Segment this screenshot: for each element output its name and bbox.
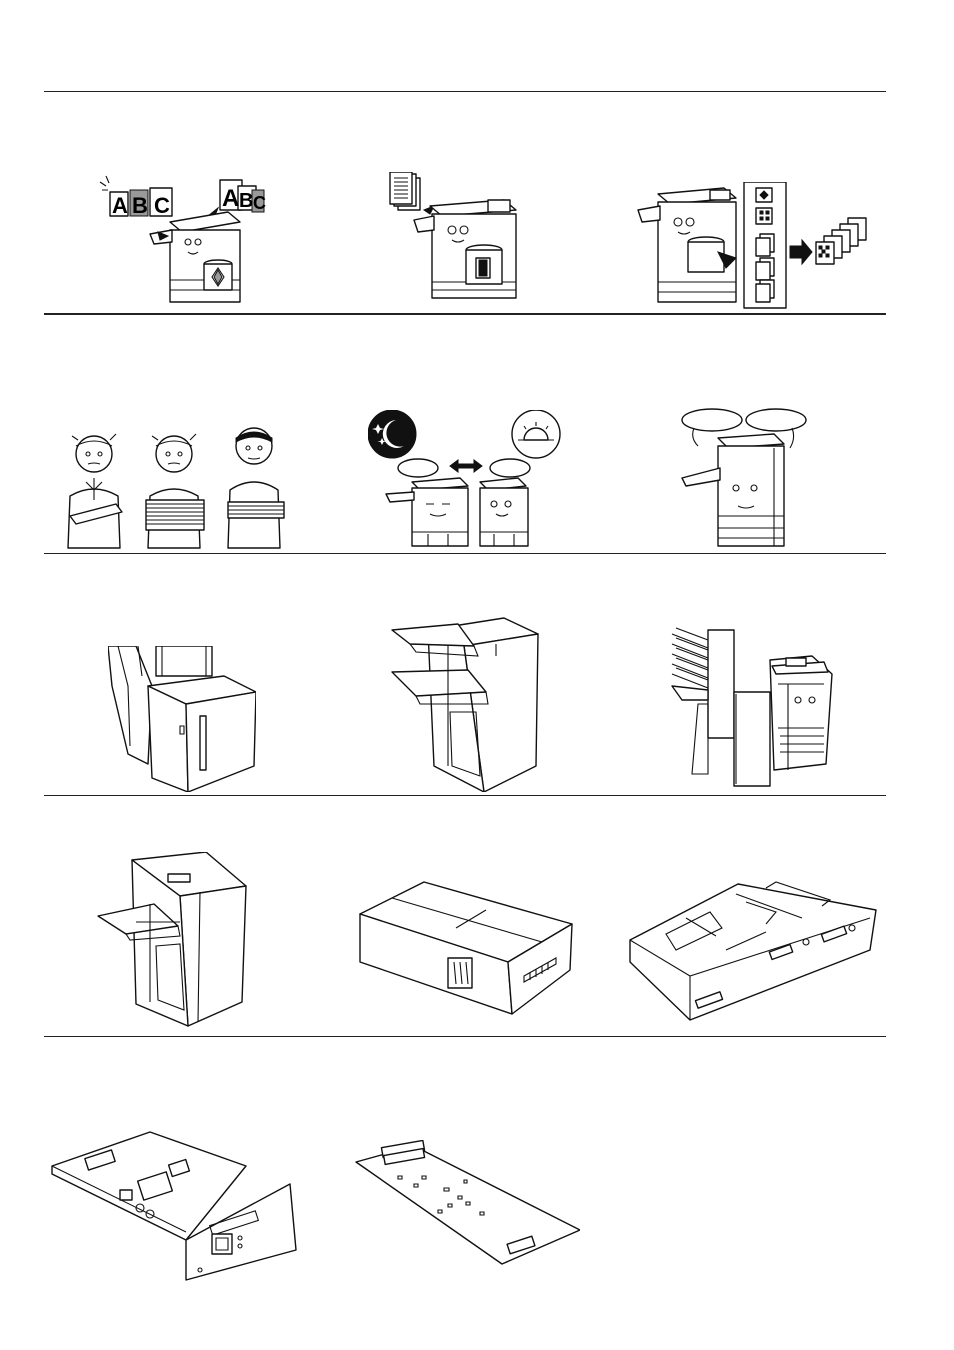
memory-expansion-board-illustration bbox=[354, 1140, 580, 1266]
separator-row-3 bbox=[44, 795, 886, 796]
letter-b-right: B bbox=[239, 190, 253, 212]
copier-night-day-mode-illustration bbox=[368, 410, 564, 550]
multi-bin-mailbox-finisher-illustration bbox=[668, 624, 834, 792]
network-interface-card-illustration bbox=[50, 1130, 298, 1282]
document-finisher-illustration bbox=[388, 616, 544, 792]
copier-batch-scan-illustration bbox=[388, 172, 522, 304]
letter-a-left: A bbox=[112, 193, 128, 218]
letter-c-left: C bbox=[154, 193, 170, 218]
separator-row-2 bbox=[44, 553, 886, 554]
copier-speech-bubbles-illustration bbox=[678, 408, 810, 550]
separator-row-1 bbox=[44, 313, 886, 315]
side-paper-feeder-illustration bbox=[108, 646, 256, 792]
letter-a-right: A bbox=[222, 185, 239, 212]
hard-disk-unit-illustration bbox=[356, 880, 576, 1018]
copier-sort-output-illustration bbox=[636, 182, 870, 310]
letter-b-left: B bbox=[132, 193, 148, 218]
separator-top bbox=[44, 91, 886, 92]
operators-holding-copies-illustration bbox=[64, 420, 308, 550]
letter-c-right: C bbox=[253, 193, 266, 213]
compact-finisher-illustration bbox=[96, 852, 250, 1028]
separator-row-4 bbox=[44, 1036, 886, 1037]
printer-board-kit-illustration bbox=[626, 878, 880, 1022]
copier-mixed-originals-illustration: A B C A B C bbox=[98, 172, 268, 304]
